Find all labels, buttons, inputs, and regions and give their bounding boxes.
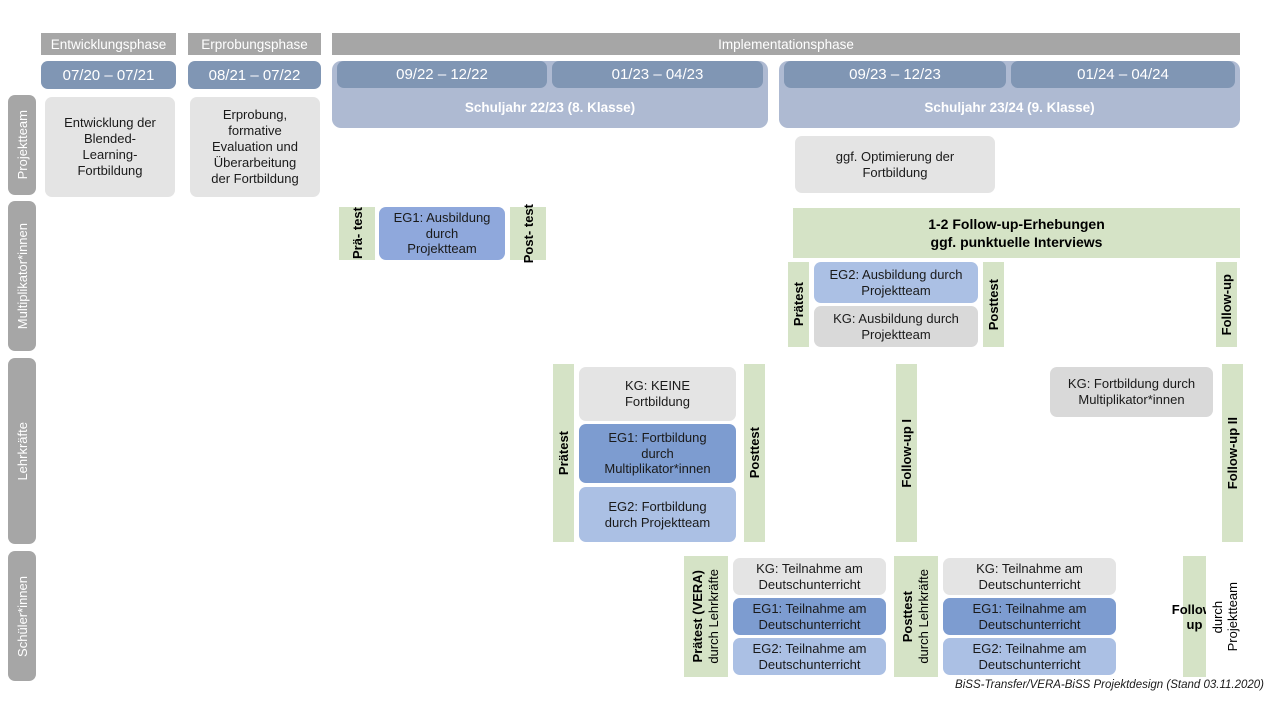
multiplikatoren-praetest-1: Prä- test [339, 207, 375, 260]
lehrkraefte-kg-box: KG: KEINE Fortbildung [579, 367, 736, 421]
multiplikatoren-praetest-2: Prätest [788, 262, 809, 347]
date-chip-0821-0722: 08/21 – 07/22 [188, 61, 321, 89]
schueler-posttest-sub-text: durch Lehrkräfte [916, 569, 931, 664]
multiplikatoren-posttest-2: Posttest [983, 262, 1004, 347]
school-year-label-2223: Schuljahr 22/23 (8. Klasse) [332, 94, 768, 120]
phase-header-erprobungsphase: Erprobungsphase [188, 33, 321, 55]
row-label-projektteam: Projektteam [8, 95, 36, 195]
phase-header-entwicklungsphase: Entwicklungsphase [41, 33, 176, 55]
lehrkraefte-followup-2-bar: Follow-up II [1222, 364, 1243, 542]
lehrkraefte-kg-2-box: KG: Fortbildung durch Multiplikator*inne… [1050, 367, 1213, 417]
multiplikatoren-praetest-2-text: Prätest [790, 282, 806, 327]
schueler-eg1-1-box: EG1: Teilnahme am Deutschunterricht [733, 598, 886, 635]
projektteam-optimierung-box: ggf. Optimierung der Fortbildung [795, 136, 995, 193]
lehrkraefte-praetest-text: Prätest [555, 430, 571, 476]
date-chip-0124-0424: 01/24 – 04/24 [1011, 61, 1235, 88]
row-label-lehrkraefte-text: Lehrkräfte [14, 421, 30, 481]
projektteam-erprobung-box: Erprobung, formative Evaluation und Über… [190, 97, 320, 197]
multiplikatoren-posttest-2-text: Posttest [985, 278, 1001, 331]
schueler-praetest-main-text: Prätest (VERA) [690, 570, 706, 663]
schueler-followup-sub-text: durch Projektteam [1210, 581, 1240, 652]
multiplikatoren-followup-text: Follow-up [1218, 273, 1234, 336]
schueler-praetest-bar: Prätest (VERA) durch Lehrkräfte [684, 556, 728, 677]
date-chip-0922-1222: 09/22 – 12/22 [337, 61, 547, 88]
date-chip-0123-0423: 01/23 – 04/23 [552, 61, 763, 88]
schueler-eg2-2-box: EG2: Teilnahme am Deutschunterricht [943, 638, 1116, 675]
row-label-multiplikatorinnen-text: Multiplikator*innen [14, 222, 30, 330]
lehrkraefte-eg1-box: EG1: Fortbildung durch Multiplikator*inn… [579, 424, 736, 483]
date-chip-0923-1223: 09/23 – 12/23 [784, 61, 1006, 88]
projektteam-entwicklung-box: Entwicklung der Blended- Learning- Fortb… [45, 97, 175, 197]
row-label-schuelerinnen-text: Schüler*innen [14, 575, 30, 657]
multiplikatoren-followup-bar: Follow-up [1216, 262, 1237, 347]
row-label-projektteam-text: Projektteam [14, 110, 30, 180]
multiplikatoren-kg-box: KG: Ausbildung durch Projektteam [814, 306, 978, 347]
schueler-followup-bar: Follow-up [1172, 556, 1217, 677]
schueler-followup-main-text: Follow-up [1171, 601, 1218, 632]
phase-header-implementationsphase: Implementationsphase [332, 33, 1240, 55]
footer-caption: BiSS-Transfer/VERA-BiSS Projektdesign (S… [955, 679, 1264, 691]
row-label-multiplikatorinnen: Multiplikator*innen [8, 201, 36, 351]
multiplikatoren-eg2-box: EG2: Ausbildung durch Projektteam [814, 262, 978, 303]
schueler-followup-sub-bar: durch Projektteam [1206, 556, 1246, 677]
schueler-eg1-2-box: EG1: Teilnahme am Deutschunterricht [943, 598, 1116, 635]
lehrkraefte-posttest-text: Posttest [746, 427, 762, 479]
multiplikatoren-posttest-1-text: Post- test [520, 203, 536, 264]
schueler-kg-1-box: KG: Teilnahme am Deutschunterricht [733, 558, 886, 595]
lehrkraefte-followup-1-text: Follow-up I [898, 418, 914, 488]
multiplikatoren-eg1-box: EG1: Ausbildung durch Projektteam [379, 207, 505, 260]
lehrkraefte-praetest-bar: Prätest [553, 364, 574, 542]
schueler-posttest-bar: Posttest durch Lehrkräfte [894, 556, 938, 677]
multiplikatoren-praetest-1-text: Prä- test [349, 207, 365, 260]
multiplikatoren-posttest-1: Post- test [510, 203, 546, 264]
lehrkraefte-eg2-box: EG2: Fortbildung durch Projektteam [579, 487, 736, 542]
lehrkraefte-followup-1-bar: Follow-up I [896, 364, 917, 542]
lehrkraefte-followup-2-text: Follow-up II [1224, 416, 1240, 490]
row-label-lehrkraefte: Lehrkräfte [8, 358, 36, 544]
multiplikatoren-followup-banner: 1-2 Follow-up-Erhebungen ggf. punktuelle… [793, 208, 1240, 258]
school-year-label-2324: Schuljahr 23/24 (9. Klasse) [779, 94, 1240, 120]
schueler-praetest-sub-text: durch Lehrkräfte [706, 569, 721, 664]
row-label-schuelerinnen: Schüler*innen [8, 551, 36, 681]
schueler-eg2-1-box: EG2: Teilnahme am Deutschunterricht [733, 638, 886, 675]
schueler-posttest-main-text: Posttest [900, 590, 916, 643]
schueler-kg-2-box: KG: Teilnahme am Deutschunterricht [943, 558, 1116, 595]
date-chip-0720-0721: 07/20 – 07/21 [41, 61, 176, 89]
lehrkraefte-posttest-bar: Posttest [744, 364, 765, 542]
